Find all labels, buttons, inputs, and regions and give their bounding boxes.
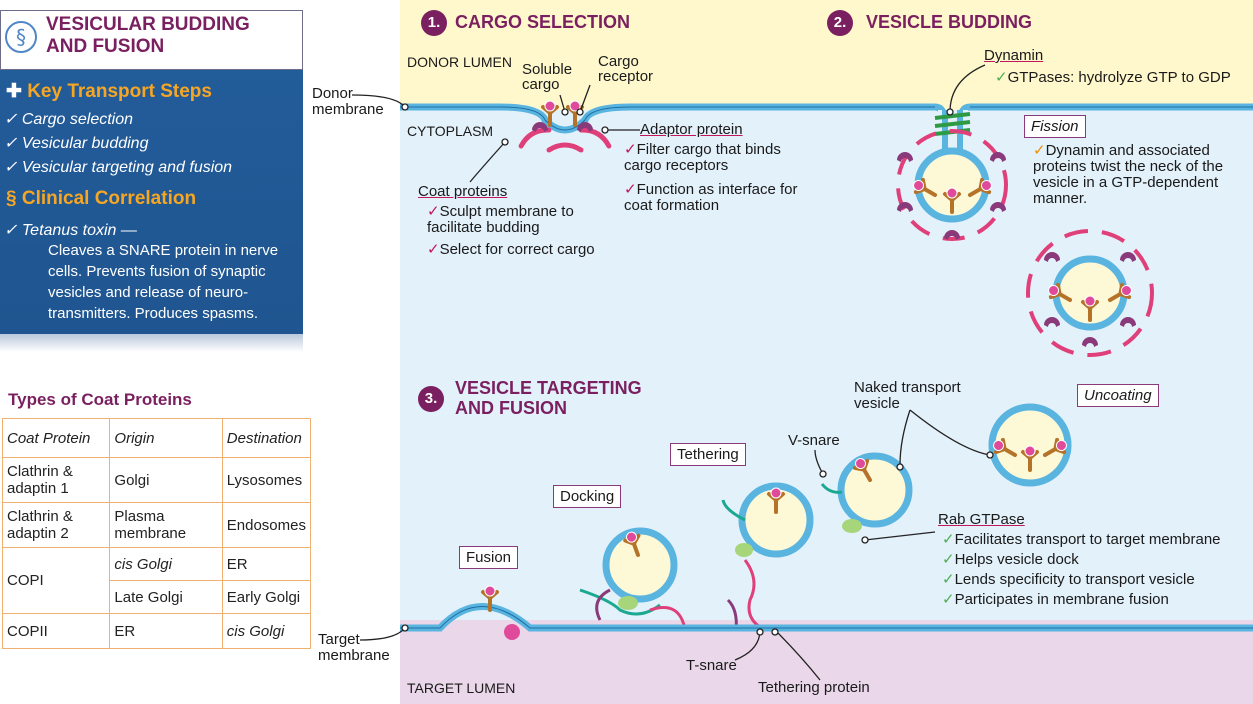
section-number-1: 1.: [421, 10, 447, 36]
section-title-vesicle-budding: VESICLE BUDDING: [866, 12, 1033, 32]
fission-box: Fission: [1024, 115, 1086, 138]
uncoating-vesicle: [988, 403, 1072, 487]
uncoating-box: Uncoating: [1077, 384, 1159, 407]
caduceus-icon: §: [5, 21, 37, 53]
clinical-description: Cleaves a SNARE protein in nerve cells. …: [48, 242, 279, 322]
table-row: Clathrin & adaptin 1 Golgi Lysosomes: [1, 457, 312, 503]
table-cell: Plasma membrane: [109, 502, 223, 548]
target-lumen-label: TARGET LUMEN: [407, 680, 516, 696]
v-snare-label: V-snare: [788, 432, 840, 449]
target-membrane-label: Target membrane: [318, 631, 390, 664]
coat-proteins-label: Coat proteins: [418, 183, 508, 200]
coated-vesicle: [1026, 229, 1154, 357]
table-header: Destination: [221, 418, 312, 458]
table-cell: Late Golgi: [109, 580, 223, 614]
section-title-cargo-selection: CARGO SELECTION: [455, 12, 631, 32]
tethering-protein-label: Tethering protein: [758, 679, 870, 696]
table-cell: Lysosomes: [221, 457, 312, 503]
rab-gtpase-label: Rab GTPase: [938, 511, 1025, 528]
table-row: COPII ER cis Golgi: [1, 613, 312, 649]
cytoplasm-region: [400, 110, 1253, 630]
title-box: [0, 10, 303, 70]
coat-point: ✓Select for correct cargo: [427, 241, 595, 258]
rab-point: ✓Helps vesicle dock: [942, 551, 1079, 568]
adaptor-protein-label: Adaptor protein: [640, 121, 743, 138]
title-line-2: AND FUSION: [46, 36, 165, 57]
dynamin-label: Dynamin: [984, 47, 1044, 64]
budding-vesicle: [896, 110, 1008, 241]
clinical-heading: § Clinical Correlation: [6, 188, 197, 209]
table-row: Late Golgi Early Golgi: [3, 580, 312, 614]
tethering-vesicle: [721, 486, 810, 632]
table-title: Types of Coat Proteins: [8, 390, 192, 409]
adaptor-point: ✓Function as interface for coat formatio…: [624, 181, 798, 214]
section-title-targeting: VESICLE TARGETING AND FUSION: [455, 378, 642, 418]
key-step-item: ✓ Vesicular targeting and fusion: [4, 159, 233, 176]
table-row: COPI cis Golgi ER: [1, 547, 312, 614]
table-cell: cis Golgi: [221, 613, 312, 649]
dynamin-point: ✓GTPases: hydrolyze GTP to GDP: [995, 69, 1231, 86]
table-cell: Golgi: [109, 457, 223, 503]
rab-point: ✓Participates in membrane fusion: [942, 591, 1169, 608]
table-cell: cis Golgi: [109, 547, 223, 581]
fission-point: ✓Dynamin and associated proteins twist t…: [1033, 142, 1224, 207]
table-cell: COPI: [1, 547, 111, 614]
cytoplasm-label: CYTOPLASM: [407, 123, 494, 139]
target-lumen-region: [400, 620, 1253, 704]
page-title: VESICULAR BUDDING AND FUSION: [46, 14, 250, 58]
rab-point: ✓Lends specificity to transport vesicle: [942, 571, 1195, 588]
adaptor-point: ✓Filter cargo that binds cargo receptors: [624, 141, 781, 174]
donor-lumen-label: DONOR LUMEN: [407, 54, 513, 70]
rab-point: ✓Facilitates transport to target membran…: [942, 531, 1221, 548]
panel-shadow: [0, 334, 303, 352]
table-header: Coat Protein: [1, 418, 111, 458]
cargo-receptor-label: Cargo receptor: [598, 53, 654, 85]
plus-icon: ✚: [6, 81, 22, 102]
key-step-item: ✓ Cargo selection: [4, 111, 134, 128]
table-cell: ER: [221, 547, 312, 581]
fusion-site: [481, 584, 520, 640]
donor-membrane-label: Donor membrane: [312, 85, 384, 118]
coat-protein-table: Coat Protein Origin Destination Clathrin…: [1, 418, 312, 649]
docking-vesicle: [579, 530, 687, 631]
table-cell: COPII: [1, 613, 111, 649]
table-cell: Early Golgi: [221, 580, 312, 614]
tethering-box: Tethering: [670, 443, 746, 466]
soluble-cargo-label: Soluble cargo: [522, 61, 573, 93]
naked-vesicle: [820, 456, 909, 533]
key-step-item: ✓ Vesicular budding: [4, 135, 149, 152]
t-snare-label: T-snare: [686, 657, 737, 674]
caduceus-small-icon: §: [6, 188, 17, 209]
table-cell: Clathrin & adaptin 2: [1, 502, 111, 548]
table-header-row: Coat Protein Origin Destination: [1, 418, 312, 458]
coat-point: ✓Sculpt membrane to facilitate budding: [427, 203, 574, 236]
table-cell: ER: [109, 613, 223, 649]
clinical-item: ✓ Tetanus toxin —: [4, 222, 137, 239]
docking-box: Docking: [553, 485, 622, 508]
key-steps-panel: ✚ Key Transport Steps ✓ Cargo selection …: [0, 70, 303, 334]
fusion-box: Fusion: [459, 546, 519, 569]
section-number-2: 2.: [827, 10, 853, 36]
title-line-1: VESICULAR BUDDING: [46, 14, 250, 35]
key-steps-heading: ✚ Key Transport Steps: [6, 81, 212, 102]
section-number-3: 3.: [418, 386, 444, 412]
donor-lumen-region: [400, 0, 1253, 110]
naked-vesicle-label: Naked transport vesicle: [854, 379, 961, 412]
